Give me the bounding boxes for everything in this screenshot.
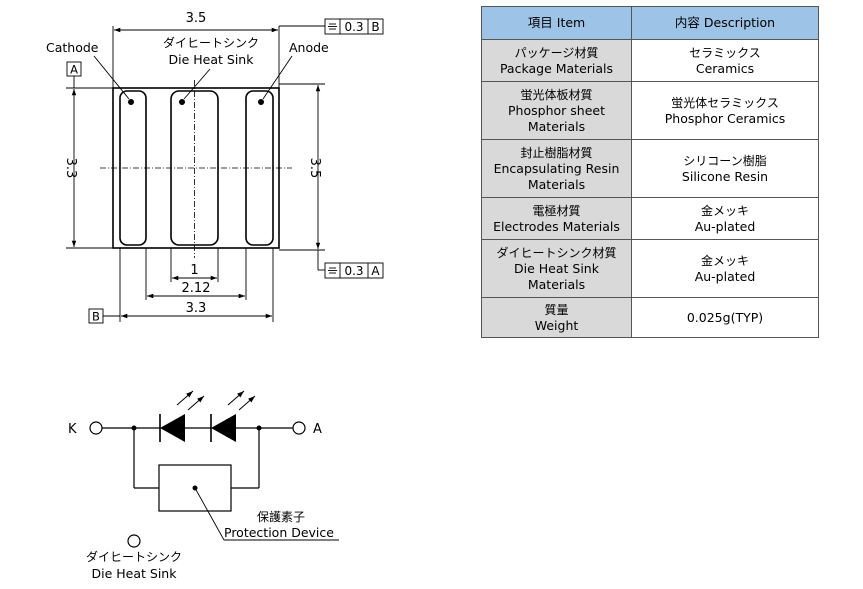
protection-label-ja: 保護素子: [257, 509, 305, 524]
desc-ja: セラミックス: [689, 45, 761, 60]
emission-arrow-icon: [176, 390, 194, 406]
header-item: 項目 Item: [481, 6, 632, 40]
item-ja: ダイヒートシンク材質: [496, 245, 617, 260]
datum-b: B: [92, 310, 100, 324]
heatsink-label-ja: ダイヒートシンク: [163, 35, 259, 50]
desc-ja: 金メッキ: [700, 203, 749, 218]
tol-bottom-ref: A: [371, 264, 380, 278]
k-terminal: [89, 421, 103, 435]
datum-b-box: [88, 308, 104, 324]
datum-a: A: [70, 63, 78, 77]
desc-ja: 金メッキ: [700, 253, 749, 268]
item-ja: 蛍光体板材質: [520, 87, 593, 102]
item-ja: 電極材質: [532, 203, 581, 218]
desc-en: 0.025g(TYP): [686, 309, 764, 325]
table-header-row: 項目 Item 内容 Description: [481, 6, 819, 40]
dim-width-top: 3.5: [186, 11, 207, 26]
header-description: 内容 Description: [631, 6, 819, 40]
tol-top-value: 0.3: [344, 20, 363, 34]
k-label: K: [68, 422, 77, 437]
led1-icon: [160, 414, 185, 442]
tolerance-frame-bottom: [324, 262, 384, 279]
desc-ja: 蛍光体セラミックス: [671, 95, 779, 110]
anode-label: Anode: [289, 40, 329, 55]
heatsink-terminal: [127, 534, 141, 548]
heatsink-dot: [179, 99, 185, 105]
item-ja: 質量: [544, 302, 569, 317]
a-label: A: [313, 422, 322, 437]
desc-en: Au-plated: [694, 268, 756, 284]
protection-label-en: Protection Device: [224, 525, 334, 540]
desc-en: Phosphor Ceramics: [664, 110, 786, 126]
cathode-label: Cathode: [46, 40, 99, 55]
item-en: Package Materials: [499, 60, 614, 76]
dim-right: 3.5: [307, 158, 322, 179]
heatsink-label-en: Die Heat Sink: [169, 52, 255, 67]
item-en: Weight: [534, 317, 579, 333]
desc-en: Silicone Resin: [681, 168, 769, 184]
circuit-heatsink-ja: ダイヒートシンク: [86, 549, 182, 564]
dim-center: 1: [190, 263, 198, 278]
item-en: Electrodes Materials: [493, 218, 620, 234]
cathode-dot: [128, 99, 134, 105]
desc-ja: シリコーン樹脂: [683, 153, 767, 168]
tol-top-ref: B: [371, 20, 379, 34]
tolerance-frame-top: [324, 18, 384, 35]
item-en: Phosphor sheet Materials: [508, 102, 605, 134]
circuit-diagram: K A 保護素子 Protection Device ダイヒートシンク Die: [68, 390, 339, 581]
tol-bottom-value: 0.3: [344, 264, 363, 278]
item-ja: 封止樹脂材質: [520, 145, 593, 160]
item-en: Encapsulating Resin Materials: [493, 160, 620, 192]
circuit-heatsink-en: Die Heat Sink: [92, 566, 178, 581]
item-ja: パッケージ材質: [514, 45, 599, 60]
a-terminal: [292, 421, 306, 435]
led2-icon: [211, 414, 236, 442]
anode-dot: [258, 99, 264, 105]
item-en: Die Heat Sink Materials: [514, 260, 599, 292]
dim-left: 3.3: [63, 158, 78, 179]
desc-en: Au-plated: [694, 218, 756, 234]
dim-width-bottom: 3.3: [186, 301, 207, 316]
desc-en: Ceramics: [695, 60, 755, 76]
dim-pitch: 2.12: [182, 281, 211, 296]
